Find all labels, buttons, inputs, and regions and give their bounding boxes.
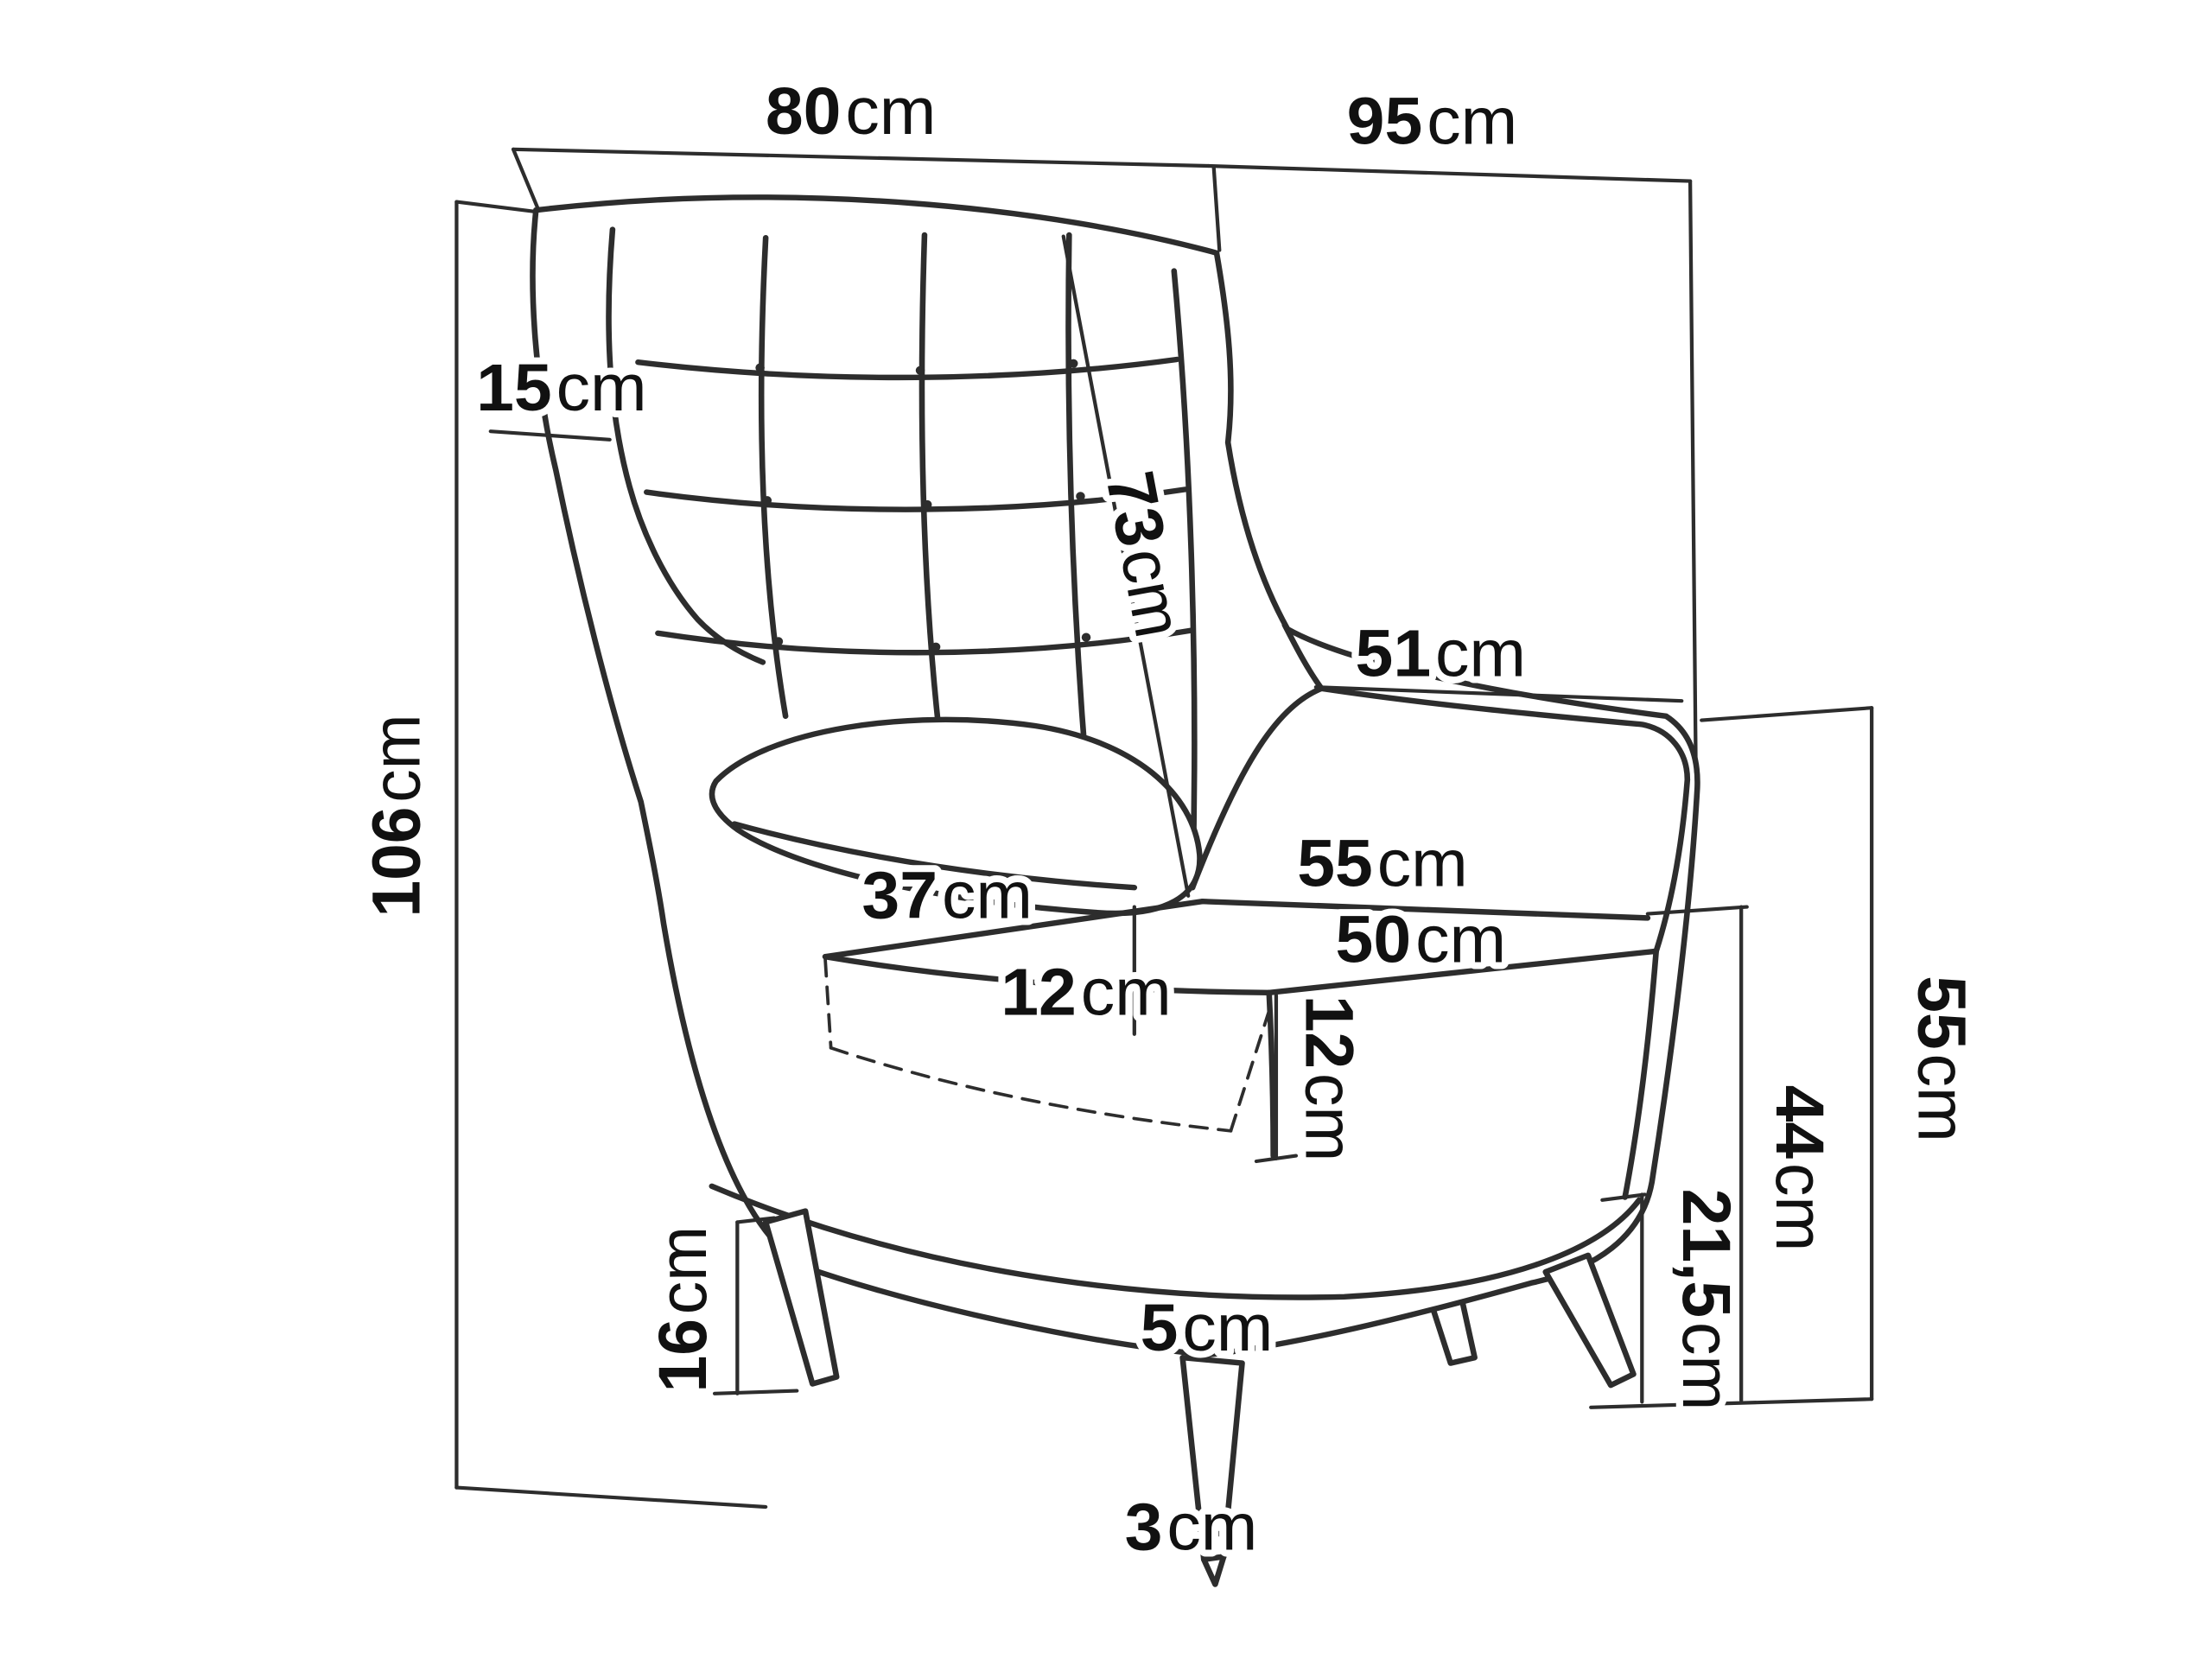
dim-tick-12-front-bottom (1254, 1154, 1299, 1164)
dim-line-15 (488, 429, 612, 442)
tuft-seam-vertical-1 (758, 235, 789, 720)
tuft-seam-horizontal-1 (635, 356, 1180, 381)
dim-line-73 (1061, 234, 1191, 898)
dim-tick-80-left (511, 147, 540, 210)
arm-top-inner-edge (1319, 685, 1691, 783)
dim-line-95 (1206, 163, 1693, 183)
dimension-lines (454, 147, 1874, 1510)
seat-back-edge (1199, 899, 1651, 921)
tuft-seam-horizontal-3 (655, 627, 1194, 656)
front-leg-ring-2 (1199, 1529, 1230, 1538)
hidden-seat-edge-front (1229, 1004, 1273, 1133)
tuft-button (1081, 632, 1091, 642)
tuft-seam-vertical-2 (918, 232, 944, 757)
back-left-leg (762, 1208, 840, 1387)
floor-line-right (1589, 1397, 1874, 1409)
base-seam (709, 1183, 1643, 1300)
front-leg-tip (1200, 1554, 1227, 1587)
dim-vertical-95 (1688, 179, 1698, 773)
dim-tick-16-bottom (712, 1389, 799, 1395)
tuft-button (922, 499, 932, 510)
tuft-button (773, 637, 784, 646)
arm-front-edge (1653, 777, 1691, 954)
dim-tick-16-top (735, 1216, 777, 1224)
dim-tick-80-right (1211, 165, 1222, 252)
right-leg (1542, 1252, 1637, 1389)
dim-label-16cm: 16cm (645, 1226, 721, 1393)
dim-label-44cm: 44cm (1762, 1085, 1837, 1252)
arm-inner-boundary (1189, 685, 1325, 891)
hidden-seat-edge-bottom (829, 1046, 1233, 1133)
seat-cushion (822, 899, 1659, 1159)
dim-tick-44-top (1645, 905, 1749, 916)
seat-front-right-edge (1266, 948, 1659, 995)
dim-tick-21-5-top (1600, 1192, 1647, 1202)
hidden-seat-edge-left (823, 957, 833, 1050)
wing-arm-join (1281, 622, 1325, 692)
tuft-button (1076, 492, 1085, 501)
dim-label-12cm-front: 12cm (1291, 995, 1366, 1162)
dim-line-51 (1313, 685, 1684, 703)
left-wing-fold (606, 226, 766, 665)
legs (762, 1208, 1637, 1587)
front-leg-ring-1 (1200, 1512, 1231, 1522)
dim-tick-106-bottom (454, 1485, 768, 1510)
tuft-button (915, 365, 925, 375)
dim-label-55cm-side: 55cm (1904, 976, 1979, 1142)
armrest (1189, 622, 1691, 1200)
seat-front-left-edge (822, 954, 1272, 995)
tuft-button (1069, 359, 1078, 368)
dim-tick-106-top (454, 200, 537, 213)
dim-tick-55-side-top (1700, 706, 1874, 722)
right-back-fold (1171, 268, 1198, 891)
tuft-button (762, 496, 772, 505)
dim-label-21-5cm: 21,5cm (1669, 1189, 1744, 1411)
side-seam (1622, 948, 1659, 1200)
tuft-button (755, 363, 765, 372)
tuft-button (931, 642, 941, 652)
dim-line-80 (511, 147, 1211, 168)
dim-label-106cm: 106cm (359, 714, 435, 917)
seat-left-edge (822, 899, 1205, 960)
lumbar-pillow-crease (731, 821, 1138, 891)
